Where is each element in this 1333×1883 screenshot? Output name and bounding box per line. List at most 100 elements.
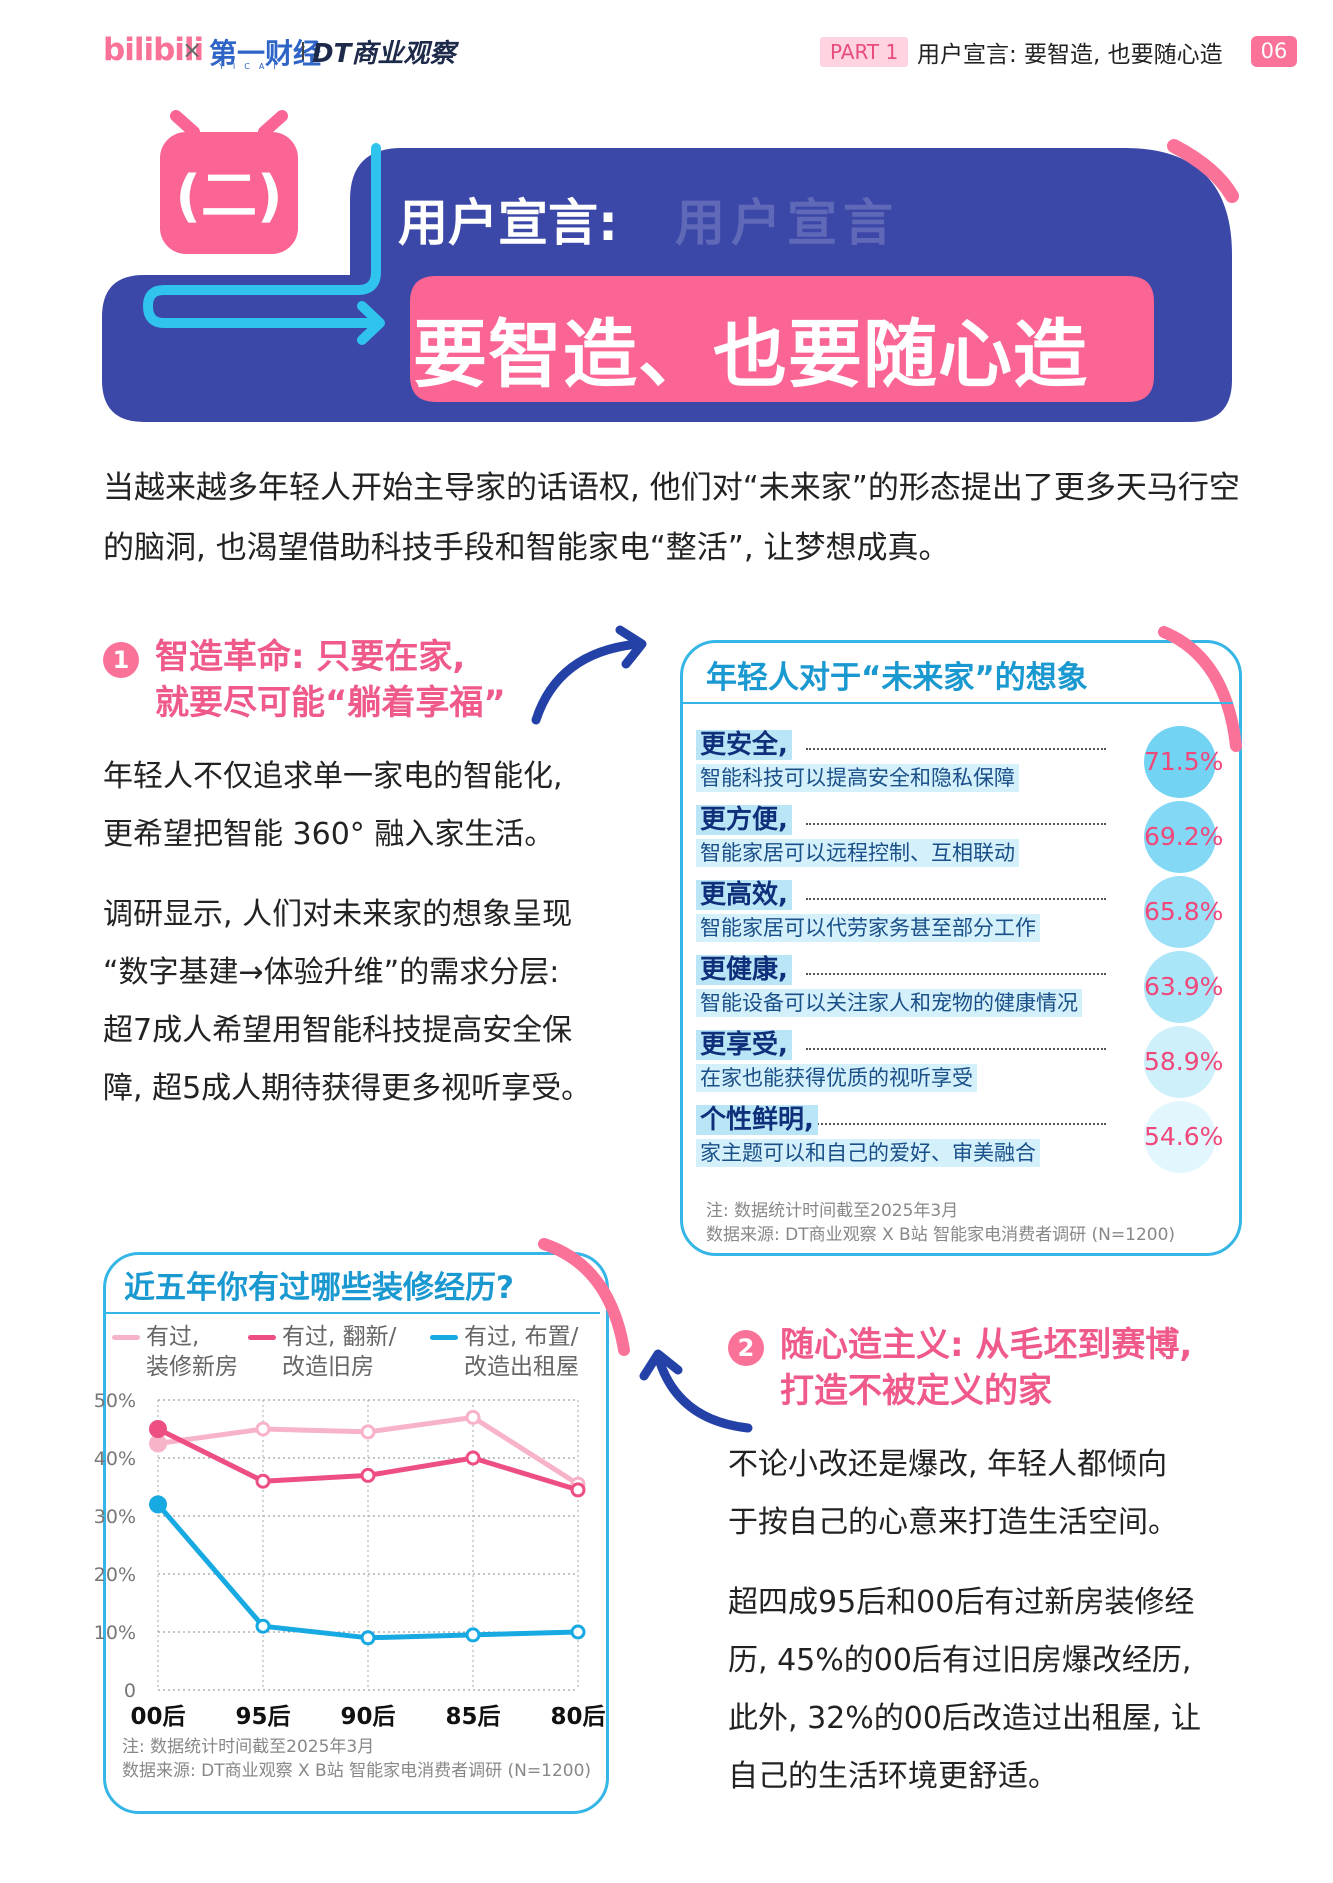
title-highlight	[410, 276, 1154, 402]
series-1-point	[465, 1409, 481, 1425]
point2-title-line2: 打造不被定义的家	[780, 1371, 1052, 1411]
x-tick-label: 00后	[130, 1704, 185, 1730]
renovation-chart-card	[103, 1252, 609, 1814]
y-tick-label: 10%	[94, 1622, 136, 1644]
series-2-point	[360, 1467, 376, 1483]
text-line: 年轻人不仅追求单一家电的智能化,	[103, 759, 563, 794]
text-line: 超四成95后和00后有过新房装修经	[728, 1585, 1195, 1620]
card-divider	[683, 702, 1233, 704]
text-line: 于按自己的心意来打造生活空间。	[728, 1505, 1178, 1540]
leader-dots	[806, 898, 1106, 900]
future-home-item-title: 个性鲜明,	[696, 1105, 818, 1135]
band-accent-curve	[1167, 139, 1239, 203]
legend-line: 装修新房	[146, 1354, 238, 1380]
x-tick-label: 80后	[550, 1704, 605, 1730]
future-home-item-percent: 65.8%	[1144, 876, 1223, 948]
legend-label: 有过, 装修新房	[146, 1322, 266, 1382]
point1-paragraph1: 年轻人不仅追求单一家电的智能化, 更希望把智能 360° 融入家生活。	[103, 748, 663, 864]
x-tick-label: 90后	[340, 1704, 395, 1730]
future-home-item-percent: 63.9%	[1144, 951, 1223, 1023]
arrow-line	[142, 143, 381, 328]
future-home-item-desc: 智能家居可以代劳家务甚至部分工作	[696, 914, 1040, 942]
series-2-point	[255, 1473, 271, 1489]
leader-dots	[806, 823, 1106, 825]
future-home-item-percent: 54.6%	[1144, 1101, 1223, 1173]
future-home-source: 数据来源: DT商业观察 X B站 智能家电消费者调研 (N=1200)	[706, 1225, 1176, 1245]
chart-note: 注: 数据统计时间截至2025年3月	[122, 1737, 375, 1757]
future-home-item-title: 更享受,	[696, 1030, 792, 1060]
x-tick-label: 95后	[235, 1704, 290, 1730]
chart-accent-curve	[538, 1238, 630, 1356]
legend-swatch	[248, 1335, 276, 1340]
legend-label: 有过, 布置/ 改造出租屋	[464, 1322, 604, 1382]
legend-label: 有过, 翻新/ 改造旧房	[282, 1322, 432, 1382]
text-line: 调研显示, 人们对未来家的想象呈现	[103, 897, 573, 932]
dt-logo: DT商业观察	[312, 39, 456, 69]
future-home-item: 更健康, 智能设备可以关注家人和宠物的健康情况 63.9%	[696, 951, 1226, 1023]
section-title-band	[102, 110, 1239, 422]
leader-dots	[806, 748, 1106, 750]
point2-number: 2	[728, 1330, 764, 1366]
text-line: 超7成人希望用智能科技提高安全保	[103, 1013, 573, 1048]
series-2-point	[465, 1450, 481, 1466]
chart-title: 近五年你有过哪些装修经历?	[124, 1270, 514, 1306]
text-line: “数字基建→体验升维”的需求分层:	[103, 955, 560, 990]
legend-line: 有过,	[146, 1324, 200, 1350]
series-3-point	[149, 1495, 167, 1514]
curved-arrow-icon	[531, 625, 647, 725]
section-title: 要智造、也要随心造	[413, 312, 1088, 398]
section-number: (二)	[175, 164, 283, 229]
future-home-item-title: 更健康,	[696, 955, 792, 985]
tv-antenna-icon	[170, 110, 288, 138]
legend-swatch	[430, 1335, 458, 1340]
series-1-point	[360, 1424, 376, 1440]
series-2-point	[570, 1482, 586, 1498]
y-tick-label: 40%	[94, 1448, 136, 1470]
future-home-item-title: 更安全,	[696, 730, 792, 760]
future-home-item-desc: 智能科技可以提高安全和隐私保障	[696, 764, 1019, 792]
legend-line: 改造旧房	[282, 1354, 374, 1380]
page-number: 06	[1251, 36, 1297, 67]
logo-divider	[302, 42, 304, 60]
legend-line: 有过, 翻新/	[282, 1324, 397, 1350]
future-home-item: 个性鲜明, 家主题可以和自己的爱好、审美融合 54.6%	[696, 1101, 1226, 1173]
y-tick-label: 0	[124, 1680, 136, 1702]
text-line: 不论小改还是爆改, 年轻人都倾向	[728, 1447, 1168, 1482]
series-3-point	[570, 1624, 586, 1640]
series-3-point	[465, 1627, 481, 1643]
future-home-item-desc: 家主题可以和自己的爱好、审美融合	[696, 1139, 1040, 1167]
future-home-item-percent: 69.2%	[1144, 801, 1223, 873]
part-badge: PART 1	[820, 37, 909, 67]
point1-number: 1	[103, 642, 139, 678]
legend-line: 有过, 布置/	[464, 1324, 579, 1350]
future-home-item-title: 更方便,	[696, 805, 792, 835]
series-1-point	[255, 1421, 271, 1437]
future-home-item-desc: 智能设备可以关注家人和宠物的健康情况	[696, 989, 1082, 1017]
point1-title-line2: 就要尽可能“躺着享福”	[155, 683, 506, 723]
tv-icon	[160, 132, 298, 254]
future-home-item-title: 更高效,	[696, 880, 792, 910]
future-home-title: 年轻人对于“未来家”的想象	[706, 660, 1088, 696]
section-ghost-text: 用户宣言	[675, 194, 899, 252]
point2-paragraph2: 超四成95后和00后有过新房装修经 历, 45%的00后有过旧房爆改经历, 此外…	[728, 1574, 1288, 1806]
card-accent-curve	[1158, 626, 1242, 752]
arrow-head-icon	[357, 301, 385, 345]
series-1-point	[149, 1434, 167, 1453]
series-2-point	[149, 1420, 167, 1438]
x-tick-label: 85后	[445, 1704, 500, 1730]
bilibili-logo: bilibili	[103, 32, 204, 68]
chart-title-divider	[106, 1312, 600, 1314]
yicai-logo-sub: YICAI	[219, 62, 285, 71]
series-3-point	[255, 1618, 271, 1634]
future-home-item-percent: 58.9%	[1144, 1026, 1223, 1098]
header-title: 用户宣言: 要智造, 也要随心造	[917, 42, 1223, 68]
text-line: 障, 超5成人期待获得更多视听享受。	[103, 1071, 592, 1106]
text-line: 此外, 32%的00后改造过出租屋, 让	[728, 1701, 1201, 1736]
point1-title-line1: 智造革命: 只要在家,	[155, 637, 466, 677]
y-tick-label: 30%	[94, 1506, 136, 1528]
leader-dots	[806, 973, 1106, 975]
